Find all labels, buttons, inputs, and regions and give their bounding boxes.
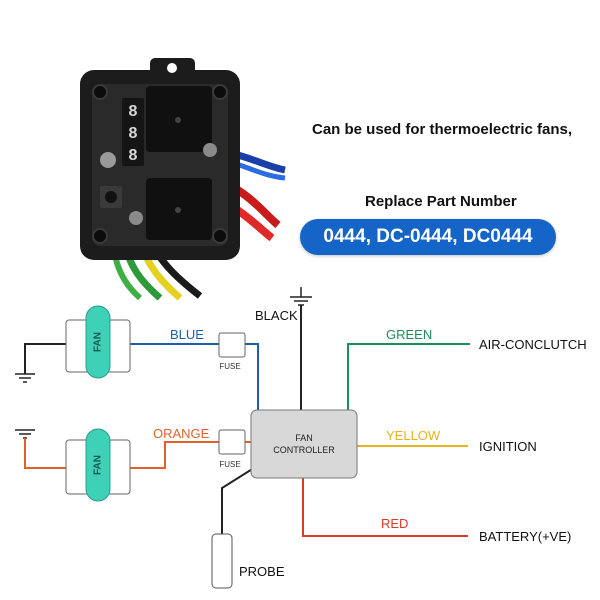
red-wire (302, 478, 468, 537)
fan-controller-photo: 8 8 8 (80, 58, 286, 300)
fuse-bottom-label: FUSE (219, 460, 240, 469)
black-wire-label: BLACK (255, 308, 298, 323)
svg-text:8: 8 (129, 125, 138, 142)
svg-text:8: 8 (129, 103, 138, 120)
fan-controller-box (250, 409, 358, 479)
probe-label: PROBE (239, 564, 285, 579)
fan-bottom-label: FAN (93, 455, 104, 475)
fuse-top (218, 332, 246, 358)
air-conclutch-terminal: AIR-CONCLUTCH (479, 337, 587, 352)
probe-wire (221, 465, 258, 534)
svg-text:8: 8 (129, 147, 138, 164)
battery-terminal: BATTERY(+VE) (479, 529, 571, 544)
ground-icon-left-2 (15, 429, 35, 439)
controller-label-line1: FAN (295, 433, 313, 443)
fuse-bottom (218, 429, 246, 455)
green-wire (347, 343, 470, 410)
fan-top (65, 305, 131, 379)
yellow-wire-label: YELLOW (386, 428, 441, 443)
fan-bottom (65, 428, 131, 502)
ignition-terminal: IGNITION (479, 439, 537, 454)
red-wire-label: RED (381, 516, 408, 531)
orange-wire-label: ORANGE (153, 426, 210, 441)
blue-wire-label: BLUE (170, 327, 204, 342)
usage-text: Can be used for thermoelectric fans, (312, 121, 573, 138)
ground-icon-left-1 (15, 373, 35, 383)
fuse-top-label: FUSE (219, 362, 240, 371)
ground-icon-top (290, 287, 312, 306)
part-number-badge: 0444, DC-0444, DC0444 (300, 219, 556, 255)
green-wire-label: GREEN (386, 327, 432, 342)
fan-top-label: FAN (93, 332, 104, 352)
probe-sensor (211, 533, 233, 589)
replace-part-label: Replace Part Number (365, 193, 517, 210)
controller-label-line2: CONTROLLER (273, 445, 335, 455)
